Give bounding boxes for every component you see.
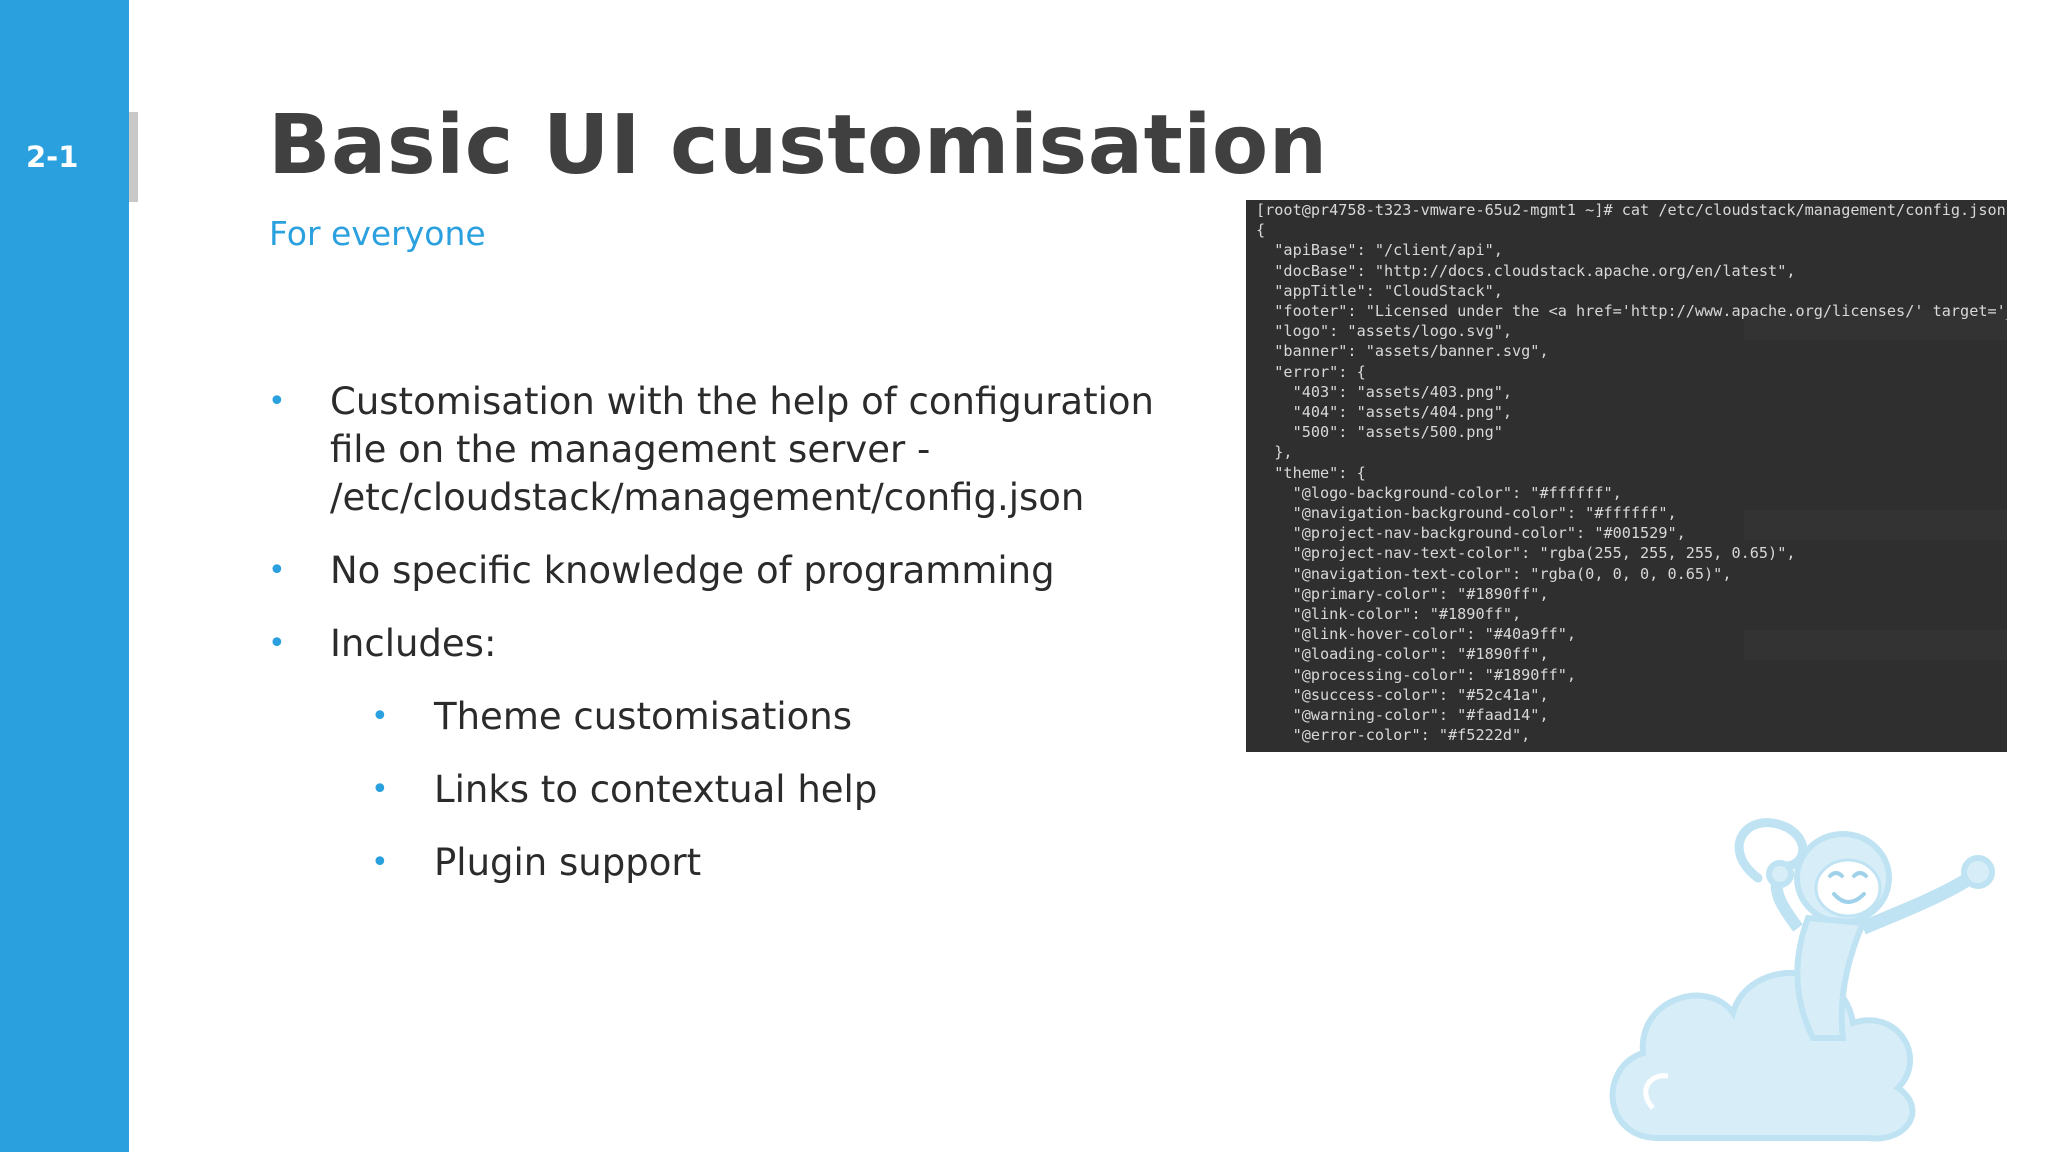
terminal-screenshot: [root@pr4758-t323-vmware-65u2-mgmt1 ~]# …: [1246, 200, 2007, 752]
bullet-dot-icon: •: [268, 626, 286, 661]
bullet-text: No specific knowledge of programming: [330, 549, 1055, 592]
slide-number: 2-1: [26, 140, 79, 174]
terminal-line: "500": "assets/500.png": [1256, 423, 1503, 442]
bullet-dot-icon: •: [371, 772, 389, 807]
terminal-line: "banner": "assets/banner.svg",: [1256, 342, 1549, 361]
bullet-text: Includes:: [330, 622, 497, 665]
terminal-output: [root@pr4758-t323-vmware-65u2-mgmt1 ~]# …: [1246, 200, 2007, 745]
slide-subtitle: For everyone: [269, 214, 486, 253]
title-accent-bar: [129, 112, 138, 202]
terminal-line: "error": {: [1256, 362, 1366, 381]
terminal-line: "@success-color": "#52c41a",: [1256, 685, 1549, 704]
terminal-line: "@link-color": "#1890ff",: [1256, 605, 1522, 624]
terminal-line: "403": "assets/403.png",: [1256, 382, 1513, 401]
slide-title: Basic UI customisation: [268, 98, 1328, 193]
bullet-item: • Includes:: [268, 620, 1168, 668]
bullet-dot-icon: •: [371, 699, 389, 734]
terminal-line: "@error-color": "#f5222d",: [1256, 726, 1531, 745]
bullet-text: Plugin support: [434, 841, 702, 884]
terminal-line: "404": "assets/404.png",: [1256, 403, 1513, 422]
terminal-line: "@project-nav-background-color": "#00152…: [1256, 524, 1686, 543]
sub-bullet-item: • Plugin support: [268, 839, 1168, 887]
terminal-line: },: [1256, 443, 1293, 462]
terminal-line: "footer": "Licensed under the <a href='h…: [1256, 302, 2007, 321]
bullet-list: • Customisation with the help of configu…: [268, 378, 1168, 912]
terminal-line: "logo": "assets/logo.svg",: [1256, 322, 1513, 341]
terminal-line: "@loading-color": "#1890ff",: [1256, 645, 1549, 664]
terminal-line: "@link-hover-color": "#40a9ff",: [1256, 625, 1577, 644]
terminal-line: "apiBase": "/client/api",: [1256, 241, 1503, 260]
bullet-text: Links to contextual help: [434, 768, 878, 811]
bullet-dot-icon: •: [268, 553, 286, 588]
bullet-item: • No specific knowledge of programming: [268, 547, 1168, 595]
bullet-text: Customisation with the help of configura…: [330, 380, 1154, 519]
bullet-dot-icon: •: [268, 384, 286, 419]
terminal-line: {: [1256, 221, 1266, 240]
terminal-line: "@navigation-background-color": "#ffffff…: [1256, 504, 1677, 523]
terminal-line: "appTitle": "CloudStack",: [1256, 281, 1503, 300]
terminal-line: "theme": {: [1256, 463, 1366, 482]
sidebar-band: 2-1: [0, 0, 129, 1152]
terminal-line: "@logo-background-color": "#ffffff",: [1256, 483, 1622, 502]
terminal-line: "@navigation-text-color": "rgba(0, 0, 0,…: [1256, 564, 1732, 583]
bullet-text: Theme customisations: [434, 695, 853, 738]
bullet-item: • Customisation with the help of configu…: [268, 378, 1168, 522]
bullet-dot-icon: •: [371, 845, 389, 880]
terminal-line: "@primary-color": "#1890ff",: [1256, 584, 1549, 603]
sub-bullet-item: • Theme customisations: [268, 693, 1168, 741]
terminal-line: "@project-nav-text-color": "rgba(255, 25…: [1256, 544, 1796, 563]
terminal-line: "docBase": "http://docs.cloudstack.apach…: [1256, 261, 1796, 280]
terminal-line: "@processing-color": "#1890ff",: [1256, 665, 1577, 684]
cloudstack-monkey-on-cloud-icon: [1609, 818, 1995, 1142]
terminal-line: [root@pr4758-t323-vmware-65u2-mgmt1 ~]# …: [1256, 201, 2006, 219]
terminal-line: "@warning-color": "#faad14",: [1256, 706, 1549, 725]
sub-bullet-item: • Links to contextual help: [268, 766, 1168, 814]
